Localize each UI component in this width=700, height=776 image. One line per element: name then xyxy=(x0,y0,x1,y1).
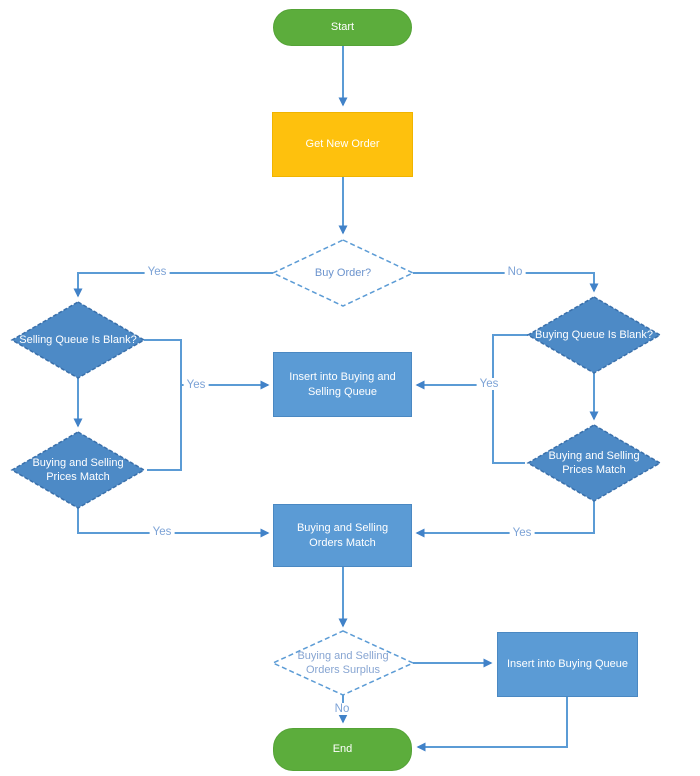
prices-match-left-decision-shape xyxy=(10,431,146,509)
get-new-order-node: Get New Order xyxy=(272,112,413,177)
edge-label-buy-order-no: No xyxy=(504,266,526,278)
edge-label-prices-left-yes: Yes xyxy=(149,526,175,538)
connector-right-junction xyxy=(492,334,528,464)
edge-label-orders-surplus-no: No xyxy=(331,703,353,715)
insert-buying-queue-node: Insert into Buying Queue xyxy=(497,632,638,697)
edge-prices-right-yes-to-orders-match xyxy=(415,501,595,538)
connector-left-junction xyxy=(144,339,182,471)
orders-surplus-decision-shape xyxy=(271,630,415,696)
buy-order-decision-shape xyxy=(271,239,415,307)
edge-label-prices-right-yes: Yes xyxy=(509,527,535,539)
buying-queue-blank-decision-shape xyxy=(526,296,662,374)
edge-buy-order-no-to-buying-blank xyxy=(413,272,599,293)
prices-match-right-decision-shape xyxy=(526,424,662,502)
edge-label-selling-blank-yes: Yes xyxy=(183,379,209,391)
edge-label-buying-blank-yes: Yes xyxy=(476,378,502,390)
start-node: Start xyxy=(273,9,412,46)
edge-buy-order-yes-to-selling-blank xyxy=(73,272,273,298)
edge-label-buy-order-yes: Yes xyxy=(144,266,170,278)
insert-buying-selling-queue-node: Insert into Buying and Selling Queue xyxy=(273,352,412,417)
end-node: End xyxy=(273,728,412,771)
orders-match-node: Buying and Selling Orders Match xyxy=(273,504,412,567)
edge-prices-left-yes-to-orders-match xyxy=(77,508,270,538)
edge-insert-buying-queue-to-end xyxy=(416,697,568,752)
selling-queue-blank-decision-shape xyxy=(10,301,146,379)
